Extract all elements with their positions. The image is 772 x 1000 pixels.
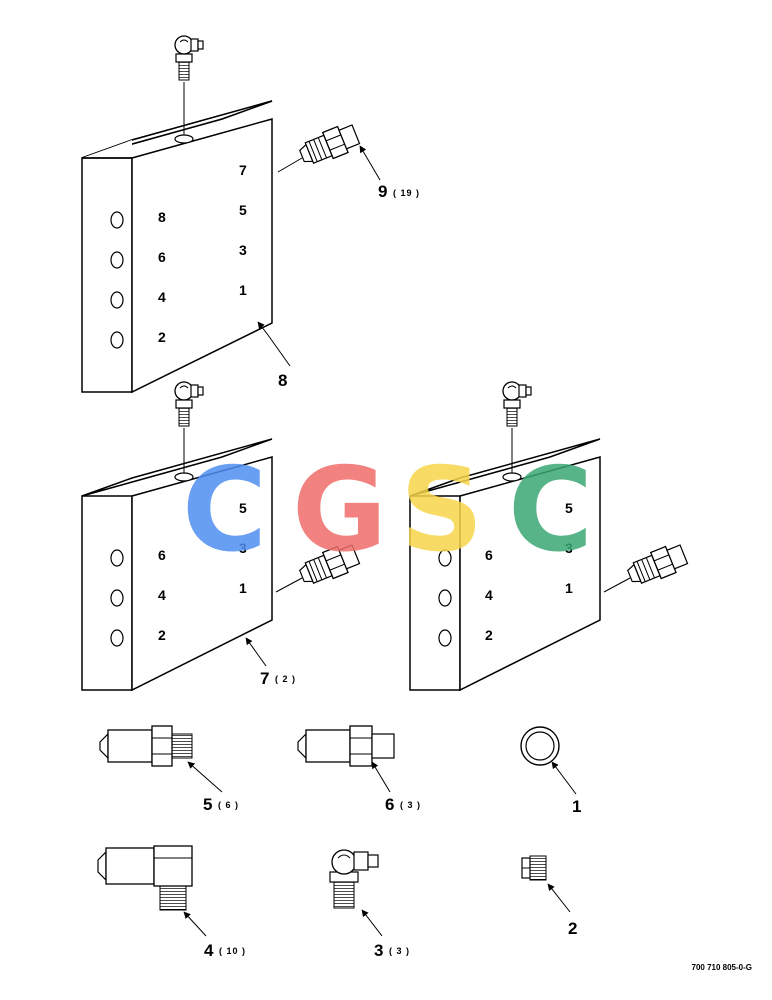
port-number: 8 — [158, 209, 166, 225]
callout-8: 8 — [278, 371, 287, 390]
part-3-grease-fitting: 3 ( 3 ) — [329, 849, 410, 960]
port-number: 3 — [239, 540, 247, 556]
qty-7: ( 2 ) — [275, 674, 296, 684]
distribution-block-assembled: 6 4 2 5 3 1 — [409, 381, 690, 692]
port-hole — [438, 549, 452, 567]
qty-4: ( 10 ) — [219, 946, 246, 956]
port-number: 2 — [485, 627, 493, 643]
port-number: 5 — [565, 500, 573, 516]
port-hole — [110, 331, 124, 349]
callout-4: 4 — [204, 941, 214, 960]
callout-1: 1 — [572, 797, 581, 816]
port-number: 1 — [239, 580, 247, 596]
watermark-letter: C — [182, 443, 267, 578]
part-2-plug: 2 — [521, 855, 577, 938]
port-hole — [438, 629, 452, 647]
part-6-connector: 6 ( 3 ) — [297, 725, 421, 814]
port-number: 5 — [239, 202, 247, 218]
port-hole — [110, 549, 124, 567]
watermark-letter: G — [292, 443, 387, 578]
part-5-connector: 5 ( 6 ) — [99, 725, 239, 814]
watermark: C G S C — [182, 443, 593, 578]
port-number: 4 — [485, 587, 493, 603]
port-number: 7 — [239, 162, 247, 178]
port-hole — [110, 251, 124, 269]
port-number: 6 — [485, 547, 493, 563]
callout-9: 9 — [378, 182, 387, 201]
port-number: 3 — [565, 540, 573, 556]
qty-5: ( 6 ) — [218, 800, 239, 810]
qty-3: ( 3 ) — [389, 946, 410, 956]
port-number: 3 — [239, 242, 247, 258]
callout-2: 2 — [568, 919, 577, 938]
port-number: 6 — [158, 249, 166, 265]
port-number: 1 — [239, 282, 247, 298]
distribution-block-8: 8 6 4 2 7 5 3 1 8 9 ( 19 ) — [81, 35, 420, 394]
part-1-o-ring: 1 — [520, 726, 581, 816]
watermark-letter: S — [400, 443, 484, 578]
qty-9: ( 19 ) — [393, 188, 420, 198]
port-number: 4 — [158, 587, 166, 603]
distribution-block-7: 6 4 2 5 3 1 7 ( 2 ) — [81, 381, 362, 692]
callout-3: 3 — [374, 941, 383, 960]
port-hole — [110, 589, 124, 607]
callout-7: 7 — [260, 669, 269, 688]
drawing-code: 700 710 805-0-G — [692, 963, 753, 972]
port-number: 6 — [158, 547, 166, 563]
qty-6: ( 3 ) — [400, 800, 421, 810]
port-hole — [438, 589, 452, 607]
callout-5: 5 — [203, 795, 212, 814]
port-hole — [110, 291, 124, 309]
port-number: 2 — [158, 627, 166, 643]
watermark-letter: C — [508, 443, 593, 578]
callout-6: 6 — [385, 795, 394, 814]
port-number: 1 — [565, 580, 573, 596]
port-hole — [110, 211, 124, 229]
port-number: 4 — [158, 289, 166, 305]
port-number: 2 — [158, 329, 166, 345]
port-number: 5 — [239, 500, 247, 516]
part-4-elbow: 4 ( 10 ) — [97, 845, 246, 960]
port-hole — [110, 629, 124, 647]
